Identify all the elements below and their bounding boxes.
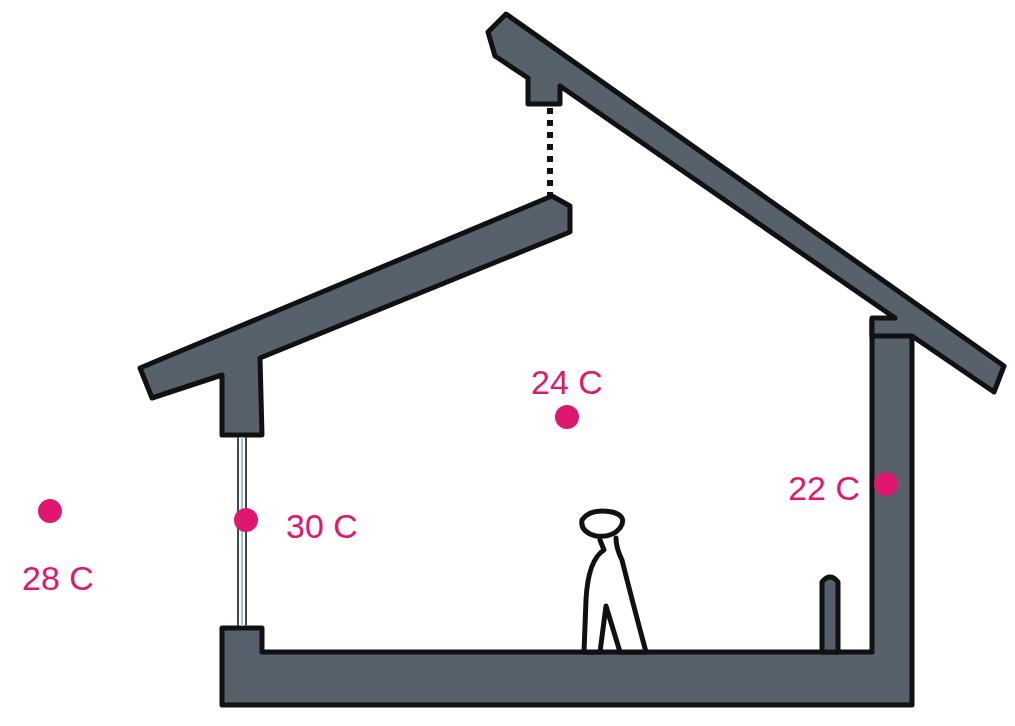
person-body: [584, 538, 646, 652]
temperature-label: 24 C: [531, 365, 603, 399]
sensor-dots: [38, 405, 898, 532]
window-glass: [237, 437, 239, 626]
sensor-dot: [234, 508, 258, 532]
structure: [140, 14, 1004, 705]
sensor-dot: [874, 472, 898, 496]
low-roof: [140, 196, 570, 435]
sensor-dot: [555, 405, 579, 429]
temperature-label: 30 C: [286, 509, 358, 543]
sensor-dot: [38, 499, 62, 523]
high-roof: [488, 14, 1004, 392]
person-head: [582, 511, 623, 536]
temperature-label: 22 C: [788, 471, 860, 505]
floor-and-wall: [222, 320, 912, 705]
post: [822, 577, 838, 652]
clerestory-opening: [547, 108, 553, 196]
temperature-label: 28 C: [22, 561, 94, 595]
person: [582, 511, 646, 652]
